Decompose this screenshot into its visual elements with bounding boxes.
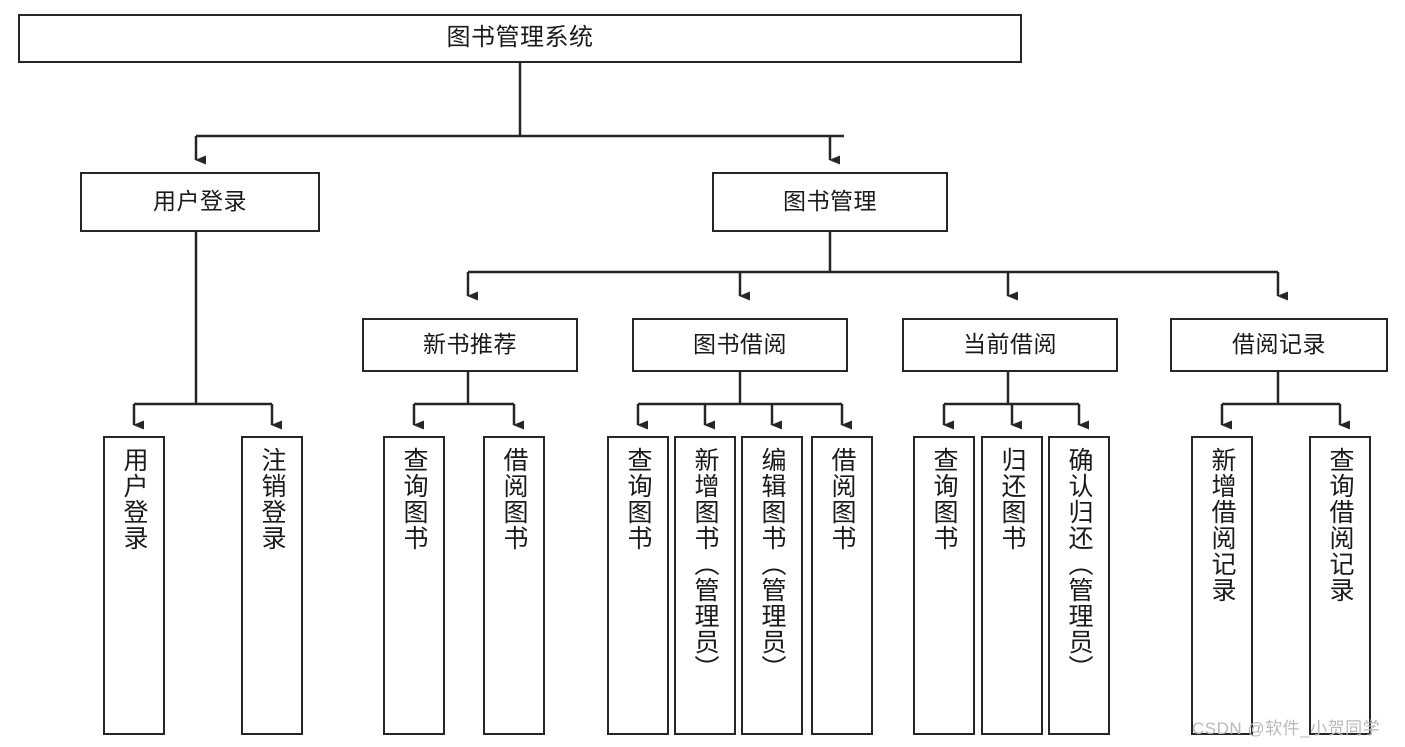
leaf-borrow-edit-book-admin[interactable]: 编辑图书（管理员） bbox=[741, 436, 803, 735]
leaf-recommend-query-book[interactable]: 查询图书 bbox=[383, 436, 445, 735]
leaf-current-return-book[interactable]: 归还图书 bbox=[981, 436, 1043, 735]
node-label: 查询图书 bbox=[400, 447, 428, 551]
node-label: 查询借阅记录 bbox=[1326, 447, 1354, 603]
node-label: 用户登录 bbox=[153, 188, 247, 215]
node-label: 注销登录 bbox=[258, 447, 286, 551]
leaf-record-add-record[interactable]: 新增借阅记录 bbox=[1191, 436, 1253, 735]
node-label: 借阅图书 bbox=[828, 447, 856, 551]
node-label: 查询图书 bbox=[930, 447, 958, 551]
node-label: 新增借阅记录 bbox=[1208, 447, 1236, 603]
node-label: 图书管理 bbox=[783, 188, 877, 215]
leaf-recommend-borrow-book[interactable]: 借阅图书 bbox=[483, 436, 545, 735]
node-root-system[interactable]: 图书管理系统 bbox=[18, 14, 1022, 63]
csdn-watermark: CSDN @软件_小贺同学 bbox=[1192, 719, 1381, 738]
leaf-borrow-borrow-book[interactable]: 借阅图书 bbox=[811, 436, 873, 735]
node-label: 新书推荐 bbox=[423, 331, 517, 358]
leaf-user-login-login[interactable]: 用户登录 bbox=[103, 436, 165, 735]
node-label: 确认归还（管理员） bbox=[1065, 447, 1093, 681]
node-new-book-recommend[interactable]: 新书推荐 bbox=[362, 318, 578, 372]
leaf-record-query-record[interactable]: 查询借阅记录 bbox=[1309, 436, 1371, 735]
node-label: 新增图书（管理员） bbox=[691, 447, 719, 681]
node-user-login[interactable]: 用户登录 bbox=[80, 172, 320, 232]
node-label: 借阅记录 bbox=[1232, 331, 1326, 358]
node-label: 借阅图书 bbox=[500, 447, 528, 551]
node-label: 图书管理系统 bbox=[446, 24, 594, 52]
leaf-user-login-logout[interactable]: 注销登录 bbox=[241, 436, 303, 735]
leaf-current-confirm-return-admin[interactable]: 确认归还（管理员） bbox=[1048, 436, 1110, 735]
node-current-borrow[interactable]: 当前借阅 bbox=[902, 318, 1118, 372]
node-borrow-record[interactable]: 借阅记录 bbox=[1170, 318, 1388, 372]
leaf-current-query-book[interactable]: 查询图书 bbox=[913, 436, 975, 735]
node-label: 图书借阅 bbox=[693, 331, 787, 358]
leaf-borrow-query-book[interactable]: 查询图书 bbox=[607, 436, 669, 735]
node-label: 归还图书 bbox=[998, 447, 1026, 551]
node-book-management[interactable]: 图书管理 bbox=[712, 172, 948, 232]
node-label: 用户登录 bbox=[120, 447, 148, 551]
leaf-borrow-add-book-admin[interactable]: 新增图书（管理员） bbox=[674, 436, 736, 735]
node-label: 编辑图书（管理员） bbox=[758, 447, 786, 681]
node-label: 查询图书 bbox=[624, 447, 652, 551]
node-label: 当前借阅 bbox=[963, 331, 1057, 358]
node-book-borrow[interactable]: 图书借阅 bbox=[632, 318, 848, 372]
